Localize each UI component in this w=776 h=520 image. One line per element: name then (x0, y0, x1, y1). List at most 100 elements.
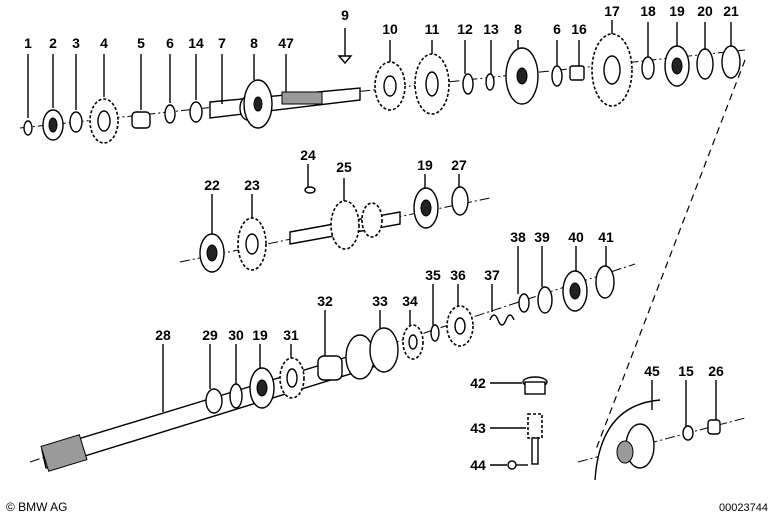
part-39-washer[interactable]: 39 (534, 229, 553, 314)
callout-27: 27 (451, 157, 467, 173)
callout-33: 33 (372, 293, 388, 309)
callout-21: 21 (723, 3, 739, 19)
callout-45: 45 (644, 363, 660, 379)
part-4-gear[interactable]: 4 (89, 35, 119, 144)
part-20-shim[interactable]: 20 (696, 3, 714, 80)
callout-19b: 19 (417, 157, 433, 173)
part-10-gear[interactable]: 10 (374, 21, 406, 111)
callout-34: 34 (402, 293, 418, 309)
part-27-washer[interactable]: 27 (451, 157, 469, 216)
part-17-gear[interactable]: 17 (591, 3, 633, 107)
callout-6a: 6 (166, 35, 174, 51)
callout-19c: 19 (252, 327, 268, 343)
part-21-ring[interactable]: 21 (721, 3, 741, 79)
part-18-washer[interactable]: 18 (640, 3, 656, 80)
callout-6b: 6 (553, 21, 561, 37)
axis-detail (577, 417, 746, 463)
part-44-screw[interactable]: 44 (470, 457, 528, 473)
part-23-gear[interactable]: 23 (237, 177, 267, 271)
callout-19a: 19 (669, 3, 685, 19)
callout-22: 22 (204, 177, 220, 193)
part-12-washer[interactable]: 12 (457, 21, 474, 95)
part-3-washer[interactable]: 3 (69, 35, 83, 133)
part-16-nut[interactable]: 16 (569, 21, 587, 81)
part-29-bushing[interactable]: 29 (202, 327, 223, 414)
callout-1: 1 (24, 35, 32, 51)
callout-4: 4 (100, 35, 108, 51)
part-30-washer[interactable]: 30 (228, 327, 244, 409)
part-22-bearing[interactable]: 22 (199, 177, 225, 273)
part-19-bearing-c[interactable]: 19 (249, 327, 275, 409)
part-24-key[interactable]: 24 (300, 147, 316, 194)
part-15-washer[interactable]: 15 (678, 363, 694, 441)
callout-2: 2 (49, 35, 57, 51)
callout-42: 42 (470, 375, 486, 391)
part-33-selector-sleeve[interactable]: 33 (345, 293, 399, 380)
callout-16: 16 (571, 21, 587, 37)
part-35-circlip[interactable]: 35 (425, 267, 441, 342)
part-19-bearing[interactable]: 19 (664, 3, 690, 87)
part-6-washer[interactable]: 6 (164, 35, 176, 124)
callout-37: 37 (484, 267, 500, 283)
callout-41: 41 (598, 229, 614, 245)
callout-29: 29 (202, 327, 218, 343)
part-6-washer-b[interactable]: 6 (551, 21, 563, 87)
callout-20: 20 (697, 3, 713, 19)
part-26-nut[interactable]: 26 (707, 363, 724, 435)
part-11-gear[interactable]: 11 (414, 21, 450, 115)
part-1-circlip[interactable]: 1 (23, 35, 33, 136)
callout-18: 18 (640, 3, 656, 19)
part-42-bushing[interactable]: 42 (470, 375, 548, 395)
callout-43: 43 (470, 420, 486, 436)
part-37-spring[interactable]: 37 (484, 267, 515, 326)
part-31-gear[interactable]: 31 (279, 327, 305, 399)
callout-39: 39 (534, 229, 550, 245)
callout-30: 30 (228, 327, 244, 343)
part-8-flange[interactable]: 8 (243, 35, 273, 129)
callout-28: 28 (155, 327, 171, 343)
callout-11: 11 (425, 21, 440, 37)
part-14-ring[interactable]: 14 (188, 35, 204, 123)
part-43-pinion[interactable]: 43 (470, 413, 543, 465)
part-13-circlip[interactable]: 13 (483, 21, 499, 91)
part-2-bearing[interactable]: 2 (42, 35, 64, 141)
callout-38: 38 (510, 229, 526, 245)
part-5-bushing[interactable]: 5 (131, 35, 151, 129)
axis-row-3 (29, 263, 636, 463)
callout-31: 31 (283, 327, 299, 343)
callout-25: 25 (336, 159, 352, 175)
callout-26: 26 (708, 363, 724, 379)
callout-9: 9 (341, 7, 349, 23)
part-41-seal-ring[interactable]: 41 (595, 229, 615, 299)
part-32-bushing[interactable]: 32 (317, 293, 343, 381)
document-number: 00023744 (719, 502, 768, 514)
callout-15: 15 (678, 363, 694, 379)
part-9-marker[interactable]: 9 (337, 7, 353, 65)
callout-32: 32 (317, 293, 333, 309)
part-25-layshaft[interactable]: 25 (289, 159, 401, 250)
part-38-washer[interactable]: 38 (510, 229, 530, 313)
part-45-housing-cover[interactable]: 45 (594, 363, 661, 481)
callout-47: 47 (278, 35, 294, 51)
callout-3: 3 (72, 35, 80, 51)
callout-35: 35 (425, 267, 441, 283)
callout-8b: 8 (514, 21, 522, 37)
callout-5: 5 (137, 35, 145, 51)
part-34-gear[interactable]: 34 (402, 293, 424, 360)
part-19-bearing-b[interactable]: 19 (413, 157, 439, 229)
callout-14a: 14 (188, 35, 204, 51)
callout-7: 7 (218, 35, 226, 51)
part-8-flange-b[interactable]: 8 (505, 21, 539, 105)
callout-12: 12 (457, 21, 473, 37)
callout-44: 44 (470, 457, 486, 473)
callout-13: 13 (483, 21, 499, 37)
callout-17: 17 (604, 3, 620, 19)
callout-8a: 8 (250, 35, 258, 51)
part-36-hub[interactable]: 36 (446, 267, 474, 347)
callout-10: 10 (382, 21, 398, 37)
copyright-text: © BMW AG (6, 500, 68, 514)
part-40-bearing[interactable]: 40 (562, 229, 588, 312)
part-47-spline[interactable]: 47 (278, 35, 323, 105)
callout-36: 36 (450, 267, 466, 283)
